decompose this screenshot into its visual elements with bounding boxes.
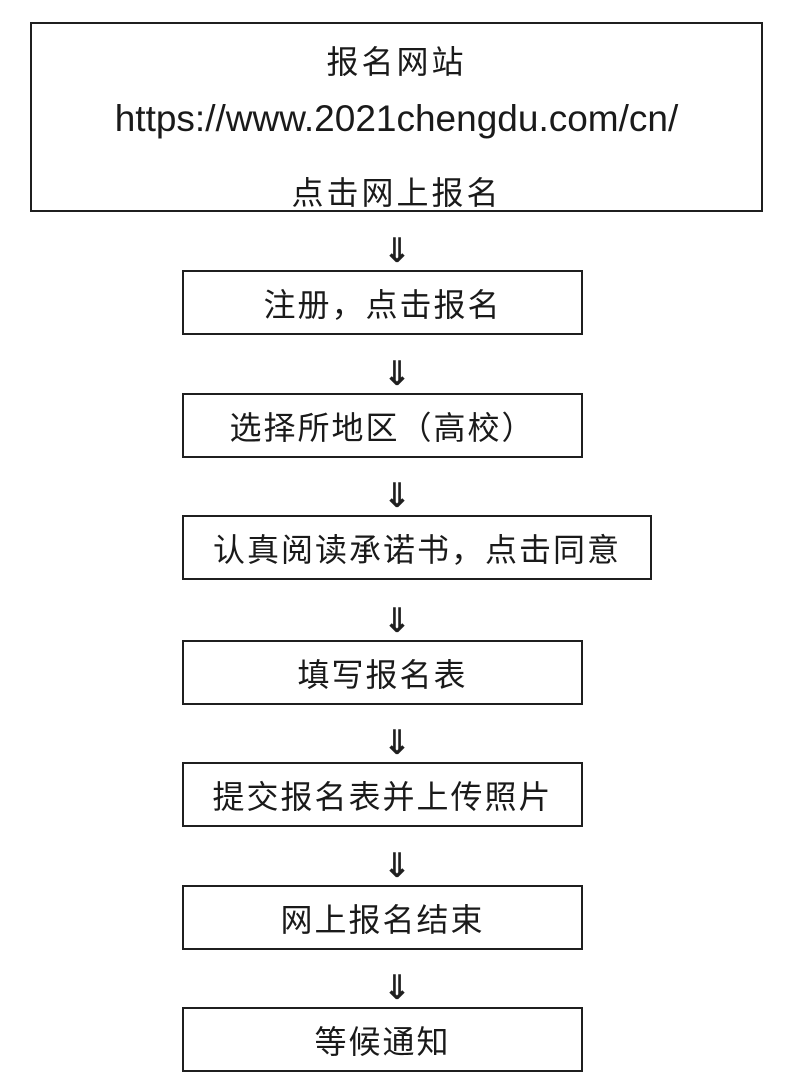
flow-step-select-region: 选择所地区（高校） bbox=[182, 393, 583, 458]
down-arrow-icon: ⇓ bbox=[382, 231, 412, 271]
flow-step-register: 注册，点击报名 bbox=[182, 270, 583, 335]
flow-step-read-commitment: 认真阅读承诺书，点击同意 bbox=[182, 515, 652, 580]
click-online-registration-label: 点击网上报名 bbox=[291, 175, 502, 211]
website-url: https://www.2021chengdu.com/cn/ bbox=[114, 98, 679, 139]
down-arrow-icon: ⇓ bbox=[382, 846, 412, 886]
flow-step-submit-upload-photo: 提交报名表并上传照片 bbox=[182, 762, 583, 827]
down-arrow-icon: ⇓ bbox=[382, 601, 412, 641]
down-arrow-icon: ⇓ bbox=[382, 968, 412, 1008]
website-title: 报名网站 bbox=[326, 44, 467, 80]
down-arrow-icon: ⇓ bbox=[382, 354, 412, 394]
down-arrow-icon: ⇓ bbox=[382, 723, 412, 763]
down-arrow-icon: ⇓ bbox=[382, 476, 412, 516]
registration-website-box: 报名网站 https://www.2021chengdu.com/cn/ 点击网… bbox=[30, 22, 763, 212]
flow-step-wait-for-notice: 等候通知 bbox=[182, 1007, 583, 1072]
flow-step-fill-form: 填写报名表 bbox=[182, 640, 583, 705]
flow-step-registration-finished: 网上报名结束 bbox=[182, 885, 583, 950]
